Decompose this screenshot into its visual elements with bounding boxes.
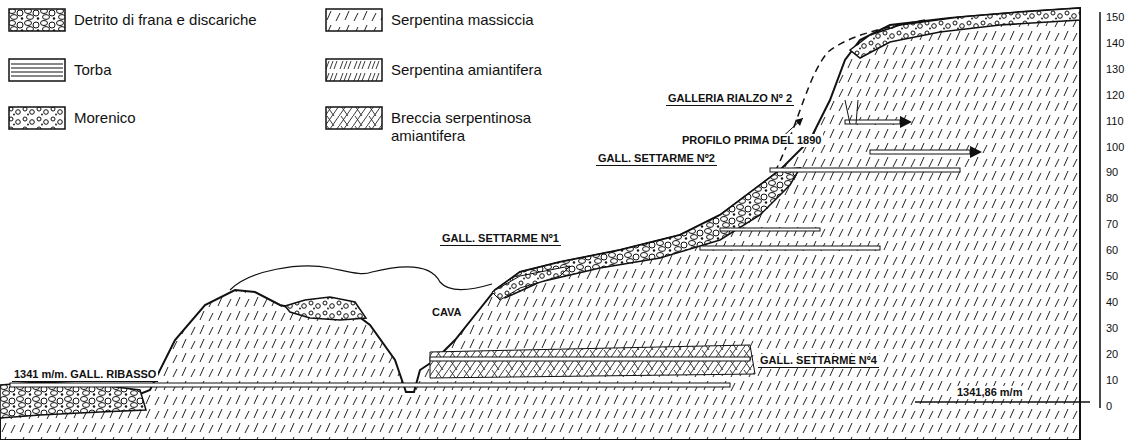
legend-sample (8, 106, 66, 130)
legend-sample (8, 58, 66, 82)
scale-number: 140 (1106, 37, 1124, 49)
legend-text: Detrito di frana e discariche (74, 11, 257, 29)
scale-number: 50 (1106, 270, 1118, 282)
scale-number: 120 (1106, 89, 1124, 101)
scale-number: 110 (1106, 115, 1124, 127)
scale-number: 40 (1106, 296, 1118, 308)
legend-text: Breccia serpentinosa amiantifera (391, 109, 561, 145)
scale-number: 80 (1106, 192, 1118, 204)
scale-number: 60 (1106, 244, 1118, 256)
scale-number: 0 (1106, 400, 1112, 412)
scale-number: 20 (1106, 348, 1118, 360)
scale-number: 10 (1106, 374, 1118, 386)
scale-number: 150 (1106, 11, 1124, 23)
section-label: 1341 m/m. GALL. RIBASSO (12, 368, 158, 382)
section-label: GALL. SETTARME Nº2 (596, 152, 717, 166)
legend-sample (325, 58, 383, 82)
legend-text: Serpentina amiantifera (391, 61, 542, 79)
legend-sample (325, 106, 383, 130)
legend-sample (325, 8, 383, 32)
legend-text: Morenico (74, 109, 136, 127)
section-label: 1341,86 m/m (955, 386, 1024, 399)
section-label: PROFILO PRIMA DEL 1890 (680, 134, 823, 147)
scale-number: 30 (1106, 322, 1118, 334)
scale-number: 130 (1106, 63, 1124, 75)
legend-text: Serpentina massiccia (391, 11, 534, 29)
section-label: GALL. SETTARME Nº4 (758, 354, 879, 368)
legend-sample (8, 8, 66, 32)
scale-number: 100 (1106, 141, 1124, 153)
scale-number: 70 (1106, 218, 1118, 230)
legend-text: Torba (74, 61, 112, 79)
section-label: GALL. SETTARME Nº1 (440, 232, 561, 246)
section-label: CAVA (430, 306, 464, 319)
scale-number: 90 (1106, 166, 1118, 178)
section-label: GALLERIA RIALZO Nº 2 (666, 92, 794, 106)
